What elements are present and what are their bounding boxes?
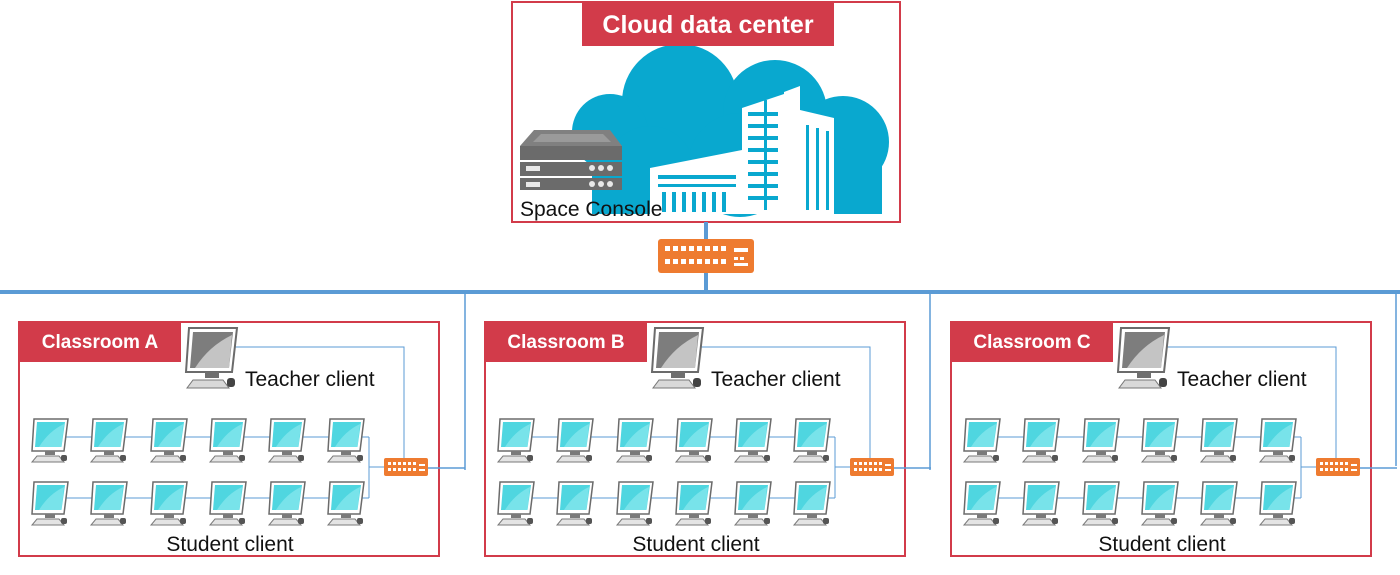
student-pc-icon (1082, 481, 1120, 526)
student-pc-icon (1141, 481, 1179, 526)
teacher-client-label: Teacher client (245, 368, 375, 391)
student-pc-icon (675, 481, 713, 526)
server-icon (520, 130, 622, 190)
student-pc-icon (497, 481, 535, 526)
student-client-label: Student client (1098, 533, 1225, 556)
student-pc-icon (1082, 418, 1120, 463)
teacher-client-label: Teacher client (711, 368, 841, 391)
student-pc-icon (327, 418, 365, 463)
student-pc-icon (90, 418, 128, 463)
core-switch-icon (658, 239, 754, 273)
student-pc-icon (963, 418, 1001, 463)
student-pc-icon (209, 418, 247, 463)
student-pc-icon (268, 418, 306, 463)
student-pc-icon (31, 418, 69, 463)
building-icon (650, 86, 834, 214)
student-pc-icon (31, 481, 69, 526)
student-pc-icon (556, 418, 594, 463)
student-pc-icon (1022, 418, 1060, 463)
student-pc-icon (616, 418, 654, 463)
student-pc-icon (1141, 418, 1179, 463)
classroom-title-badge (485, 322, 647, 362)
student-pc-icon (793, 481, 831, 526)
student-pc-icon (675, 418, 713, 463)
student-pc-icon (1259, 481, 1297, 526)
student-pc-icon (556, 481, 594, 526)
classroom-switch-icon (1316, 458, 1360, 476)
classroom-title: Classroom B (507, 332, 624, 353)
classroom-switch-icon (384, 458, 428, 476)
student-pc-icon (497, 418, 535, 463)
student-pc-icon (793, 418, 831, 463)
student-pc-icon (616, 481, 654, 526)
classroom-title: Classroom A (42, 332, 159, 353)
student-pc-icon (209, 481, 247, 526)
cloud-title: Cloud data center (602, 11, 813, 39)
student-pc-icon (90, 481, 128, 526)
student-client-label: Student client (632, 533, 759, 556)
student-pc-icon (734, 418, 772, 463)
cloud-data-center-panel: Cloud data center Space Console (511, 1, 901, 223)
student-pc-icon (327, 481, 365, 526)
classroom-title: Classroom C (973, 332, 1090, 353)
space-console-label: Space Console (520, 198, 662, 221)
student-pc-icon (1200, 418, 1238, 463)
classroom-title-badge (19, 322, 181, 362)
student-pc-icon (963, 481, 1001, 526)
cloud-title-badge (582, 2, 834, 46)
classroom-switch-icon (850, 458, 894, 476)
student-pc-icon (150, 418, 188, 463)
teacher-client-label: Teacher client (1177, 368, 1307, 391)
student-client-label: Student client (166, 533, 293, 556)
student-pc-icon (1022, 481, 1060, 526)
student-pc-icon (150, 481, 188, 526)
student-pc-icon (268, 481, 306, 526)
classroom-title-badge (951, 322, 1113, 362)
student-pc-icon (734, 481, 772, 526)
student-pc-icon (1200, 481, 1238, 526)
student-pc-icon (1259, 418, 1297, 463)
